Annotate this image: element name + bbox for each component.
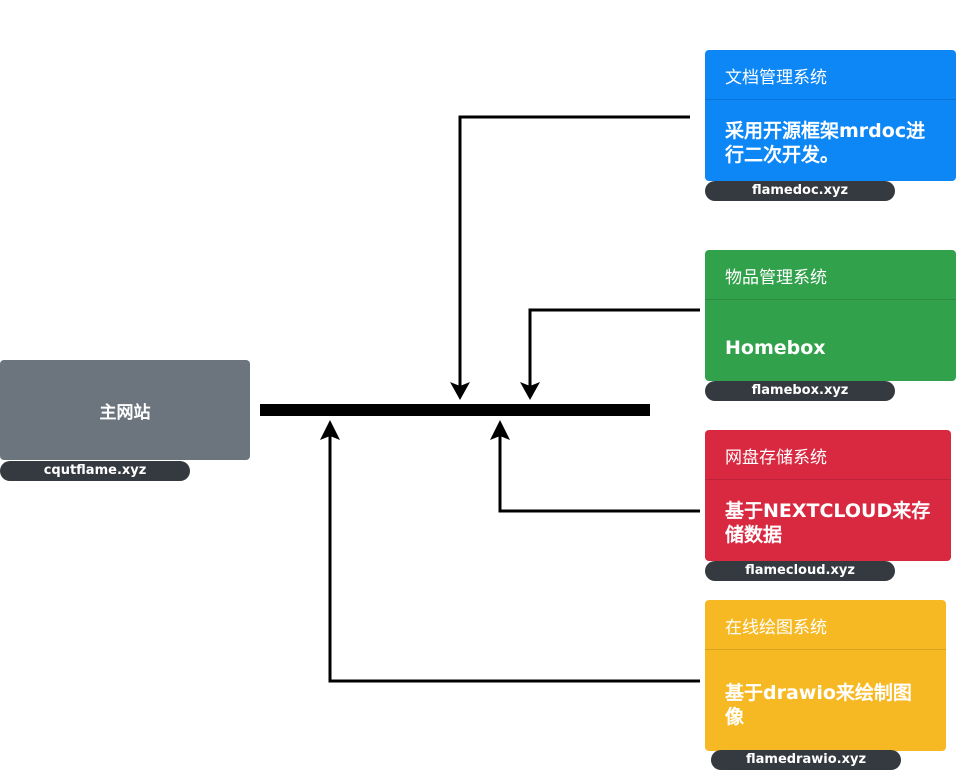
cloud-system-card: 网盘存储系统 基于NEXTCLOUD来存储数据 — [705, 430, 951, 561]
arrow-doc — [450, 382, 470, 400]
drawio-system-body: 基于drawio来绘制图像 — [725, 682, 912, 728]
box-domain-pill: flamebox.xyz — [705, 381, 895, 401]
cloud-domain-pill: flamecloud.xyz — [705, 561, 895, 581]
drawio-domain: flamedrawio.xyz — [745, 752, 867, 767]
doc-domain: flamedoc.xyz — [751, 183, 849, 198]
connector-box — [528, 308, 700, 386]
main-site-domain: cqutflame.xyz — [43, 463, 147, 478]
drawio-domain-pill: flamedrawio.xyz — [711, 750, 901, 770]
main-site-label: 主网站 — [99, 402, 151, 423]
doc-domain-pill: flamedoc.xyz — [705, 181, 895, 201]
main-site-domain-pill: cqutflame.xyz — [0, 461, 190, 481]
main-site-card: 主网站 — [0, 360, 250, 460]
connector-cloud — [498, 436, 700, 513]
box-system-card: 物品管理系统 Homebox — [705, 250, 956, 381]
central-bus — [260, 404, 650, 416]
drawio-system-title: 在线绘图系统 — [705, 600, 946, 650]
arrow-drawio — [320, 420, 340, 440]
arrow-box — [520, 382, 540, 400]
cloud-system-body: 基于NEXTCLOUD来存储数据 — [725, 500, 931, 546]
doc-system-title: 文档管理系统 — [705, 50, 956, 100]
connector-doc — [458, 115, 690, 386]
connector-drawio — [328, 436, 700, 683]
cloud-domain: flamecloud.xyz — [745, 563, 855, 578]
doc-system-body: 采用开源框架mrdoc进行二次开发。 — [725, 120, 926, 166]
doc-system-card: 文档管理系统 采用开源框架mrdoc进行二次开发。 — [705, 50, 956, 181]
arrow-cloud — [490, 420, 510, 440]
box-system-title: 物品管理系统 — [705, 250, 956, 300]
drawio-system-card: 在线绘图系统 基于drawio来绘制图像 — [705, 600, 946, 751]
cloud-system-title: 网盘存储系统 — [705, 430, 951, 480]
box-system-body: Homebox — [725, 337, 826, 359]
box-domain: flamebox.xyz — [751, 383, 849, 398]
